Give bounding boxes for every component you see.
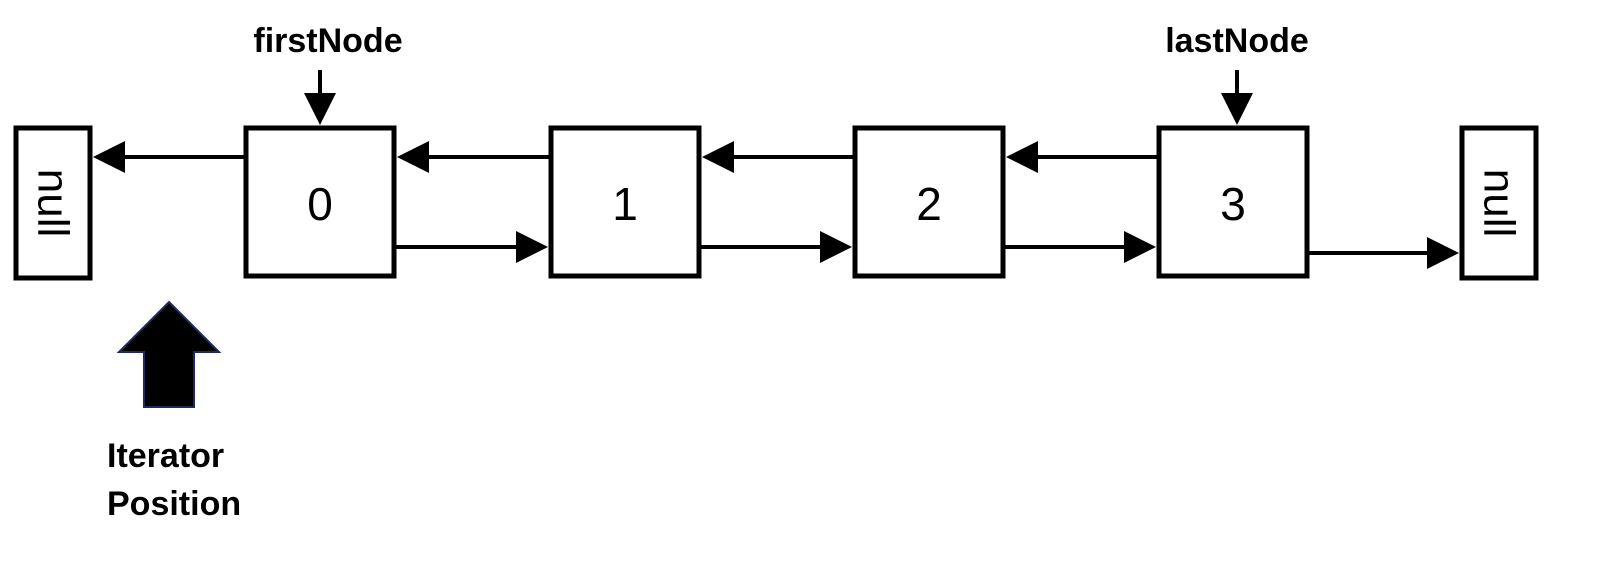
left-null-box: null [13, 125, 93, 281]
iterator-position-arrow [116, 300, 222, 408]
node-2-value: 2 [916, 178, 942, 230]
node-1-value: 1 [612, 178, 638, 230]
right-null-box: null [1459, 125, 1539, 281]
node-2: 2 [852, 125, 1006, 279]
node-1: 1 [548, 125, 702, 279]
right-null-text: null [1475, 169, 1524, 238]
left-null-text: null [29, 169, 78, 238]
node-3: 3 [1156, 125, 1310, 279]
first-node-label: firstNode [253, 22, 402, 60]
node-0-value: 0 [307, 178, 333, 230]
iterator-label-line2: Position [107, 485, 241, 523]
node-3-value: 3 [1220, 178, 1246, 230]
iterator-label-line1: Iterator [107, 437, 224, 475]
node-0: 0 [243, 125, 397, 279]
last-node-label: lastNode [1165, 22, 1309, 60]
